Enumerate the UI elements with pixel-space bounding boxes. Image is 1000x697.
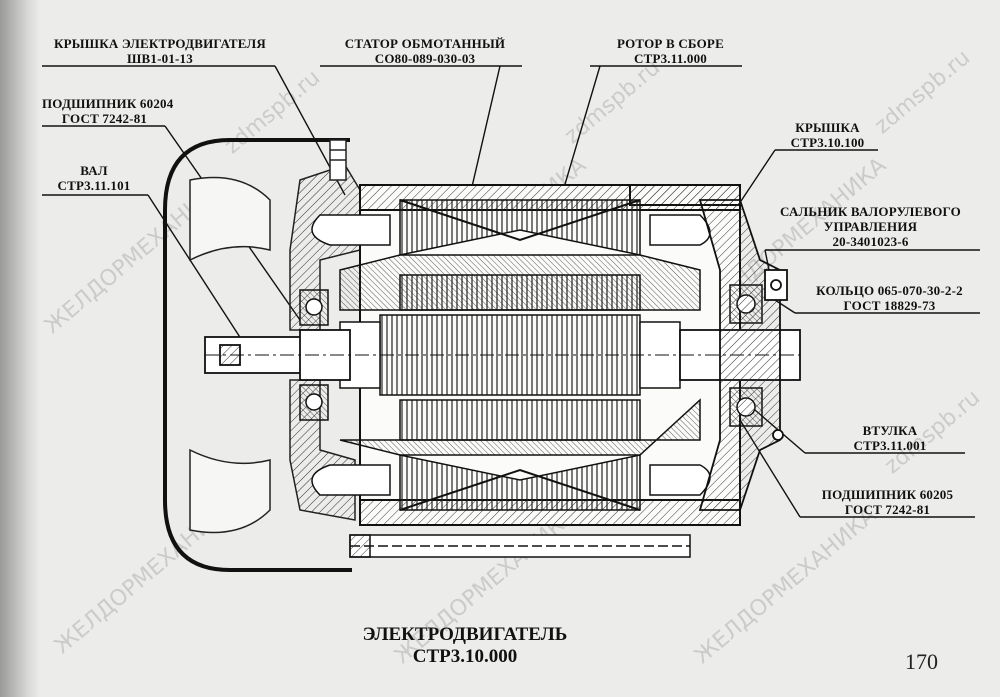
callout-bushing: ВТУЛКА СТР3.11.001: [825, 423, 955, 453]
callout-bushing-code: СТР3.11.001: [853, 438, 927, 453]
callout-cover: КРЫШКА СТР3.10.100: [775, 120, 880, 150]
callout-cover-name: КРЫШКА: [795, 120, 860, 135]
callout-ring-name: КОЛЬЦО 065-070-30-2-2: [816, 283, 963, 298]
callout-stator-name: СТАТОР ОБМОТАННЫЙ: [344, 36, 506, 51]
drawing-title-name: ЭЛЕКТРОДВИГАТЕЛЬ: [362, 624, 568, 645]
callout-bearing-60205-gost: ГОСТ 7242-81: [844, 502, 931, 517]
callout-bearing-60204-name: ПОДШИПНИК 60204: [42, 96, 174, 111]
callout-rotor-name: РОТОР В СБОРЕ: [617, 36, 724, 51]
callout-seal-name-2: УПРАВЛЕНИЯ: [823, 219, 918, 234]
callout-seal-code: 20-3401023-6: [832, 234, 909, 249]
callout-bearing-60204: ПОДШИПНИК 60204 ГОСТ 7242-81: [42, 96, 174, 126]
callout-cover-motor-code: ШВ1-01-13: [127, 51, 193, 66]
callout-cover-motor-name: КРЫШКА ЭЛЕКТРОДВИГАТЕЛЯ: [54, 36, 266, 51]
callout-rotor-code: СТР3.11.000: [634, 51, 707, 66]
callout-seal-name: САЛЬНИК ВАЛОРУЛЕВОГО: [780, 204, 961, 219]
callout-shaft-code: СТР3.11.101: [57, 178, 131, 193]
callout-stator: СТАТОР ОБМОТАННЫЙ СО80-089-030-03: [330, 36, 520, 66]
drawing-title-code: СТР3.10.000: [412, 646, 518, 667]
callout-stator-code: СО80-089-030-03: [374, 51, 476, 66]
drawing-title: ЭЛЕКТРОДВИГАТЕЛЬ СТР3.10.000: [300, 624, 630, 668]
callout-cover-code: СТР3.10.100: [790, 135, 865, 150]
callout-seal: САЛЬНИК ВАЛОРУЛЕВОГО УПРАВЛЕНИЯ 20-34010…: [768, 204, 973, 249]
page-shadow: [0, 0, 40, 697]
callout-rotor: РОТОР В СБОРЕ СТР3.11.000: [598, 36, 743, 66]
callout-cover-motor: КРЫШКА ЭЛЕКТРОДВИГАТЕЛЯ ШВ1-01-13: [40, 36, 280, 66]
callout-bearing-60204-gost: ГОСТ 7242-81: [61, 111, 148, 126]
callout-shaft: ВАЛ СТР3.11.101: [44, 163, 144, 193]
callout-bearing-60205: ПОДШИПНИК 60205 ГОСТ 7242-81: [800, 487, 975, 517]
callout-bearing-60205-name: ПОДШИПНИК 60205: [821, 487, 954, 502]
page-number: 170: [905, 649, 938, 674]
callout-ring-gost: ГОСТ 18829-73: [843, 298, 936, 313]
callout-bushing-name: ВТУЛКА: [862, 423, 918, 438]
callout-shaft-name: ВАЛ: [80, 163, 108, 178]
callout-ring: КОЛЬЦО 065-070-30-2-2 ГОСТ 18829-73: [797, 283, 982, 313]
